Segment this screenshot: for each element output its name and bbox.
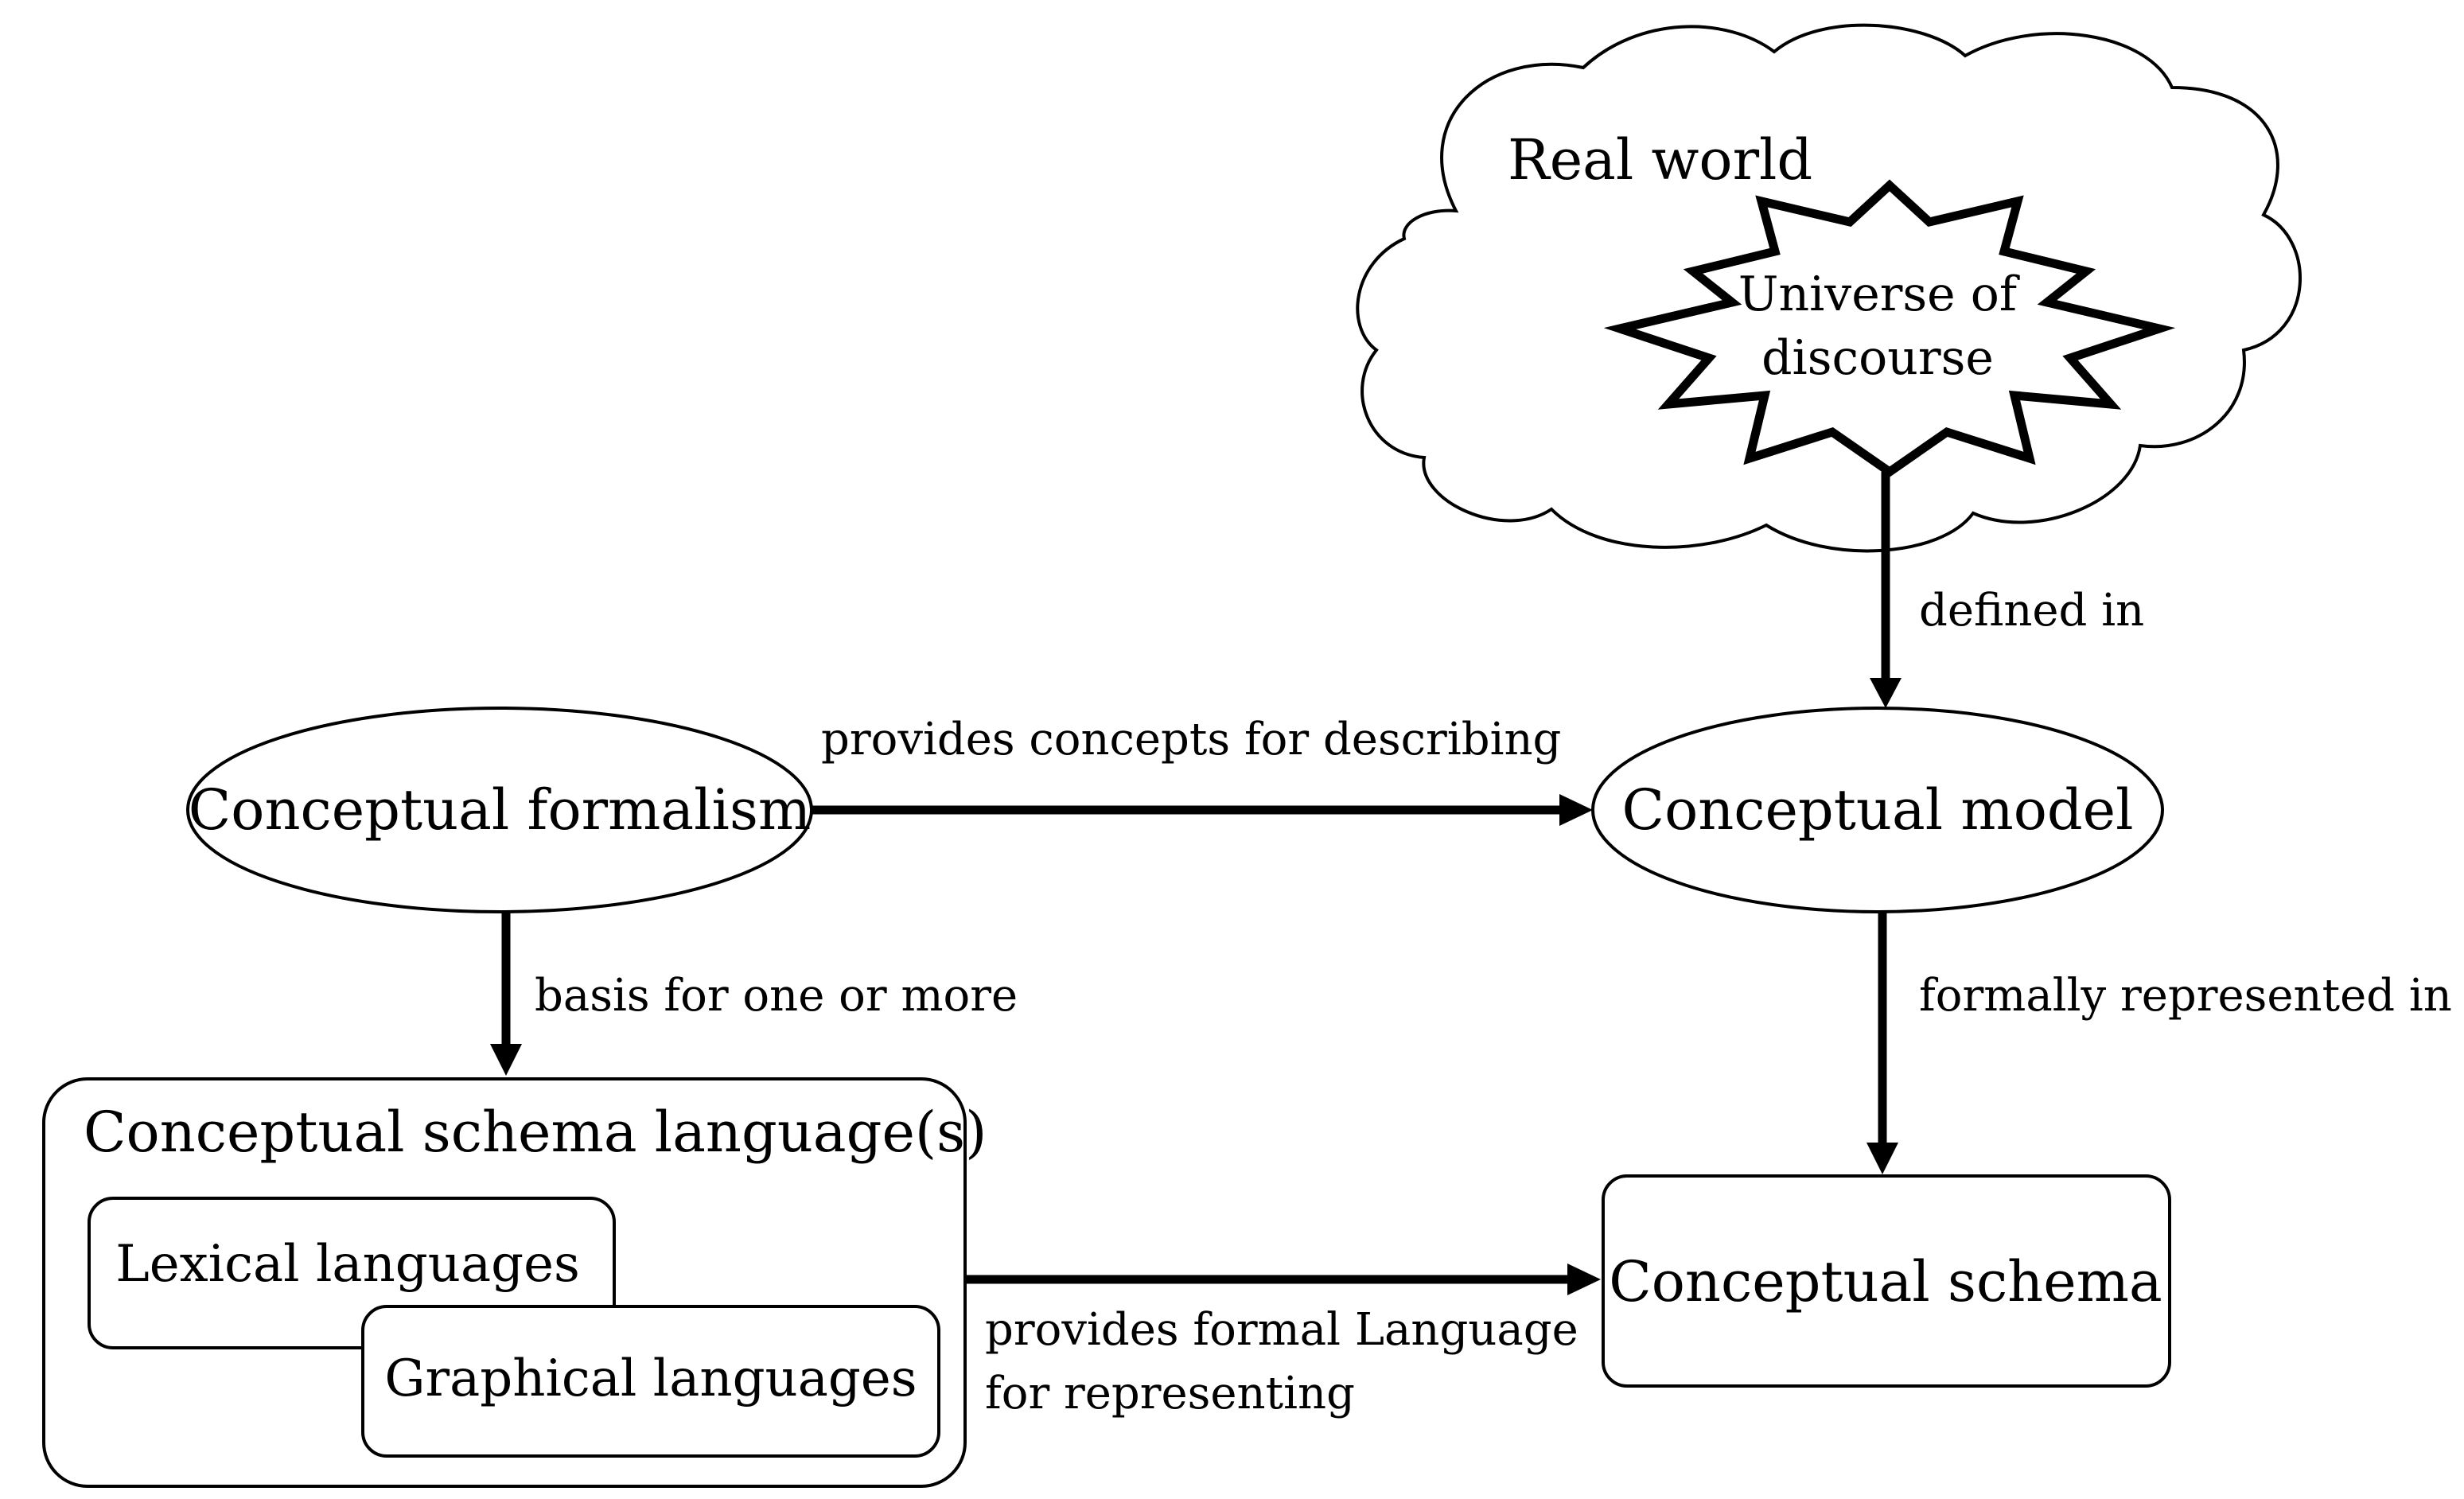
universe-label-line1: Universe of [1738, 267, 2020, 322]
graphical-languages-label: Graphical languages [384, 1349, 917, 1408]
arrow-provides-formal-language: provides formal Language for representin… [965, 1263, 1601, 1419]
conceptual-model-label: Conceptual model [1622, 777, 2134, 843]
schema-languages-label: Conceptual schema language(s) [84, 1100, 987, 1165]
conceptual-model-node: Conceptual model [1591, 707, 2164, 913]
arrow-formally-represented: formally represented in [1866, 912, 2452, 1174]
lexical-languages-label: Lexical languages [115, 1235, 580, 1294]
conceptual-schema-node: Conceptual schema [1602, 1174, 2171, 1388]
universe-of-discourse-star: Universe of discourse [1603, 179, 2176, 477]
real-world-label: Real world [1508, 127, 1812, 193]
conceptual-formalism-node: Conceptual formalism [186, 707, 813, 913]
conceptual-schema-label: Conceptual schema [1609, 1249, 2162, 1314]
graphical-languages-box: Graphical languages [361, 1305, 940, 1458]
label-formally-represented: formally represented in [1919, 970, 2452, 1022]
conceptual-formalism-label: Conceptual formalism [189, 777, 812, 843]
label-basis-for: basis for one or more [535, 970, 1018, 1022]
label-provides-concepts: provides concepts for describing [821, 714, 1561, 765]
label-defined-in: defined in [1919, 585, 2144, 637]
arrow-basis-for: basis for one or more [490, 912, 1018, 1076]
arrow-defined-in: defined in [1870, 472, 2144, 708]
label-provides-formal-line2: for representing [985, 1368, 1355, 1419]
universe-label-line2: discourse [1761, 330, 1994, 386]
schema-languages-container: Conceptual schema language(s) Lexical la… [42, 1077, 987, 1488]
label-provides-formal-line1: provides formal Language [985, 1304, 1578, 1356]
arrow-provides-concepts: provides concepts for describing [812, 714, 1593, 826]
